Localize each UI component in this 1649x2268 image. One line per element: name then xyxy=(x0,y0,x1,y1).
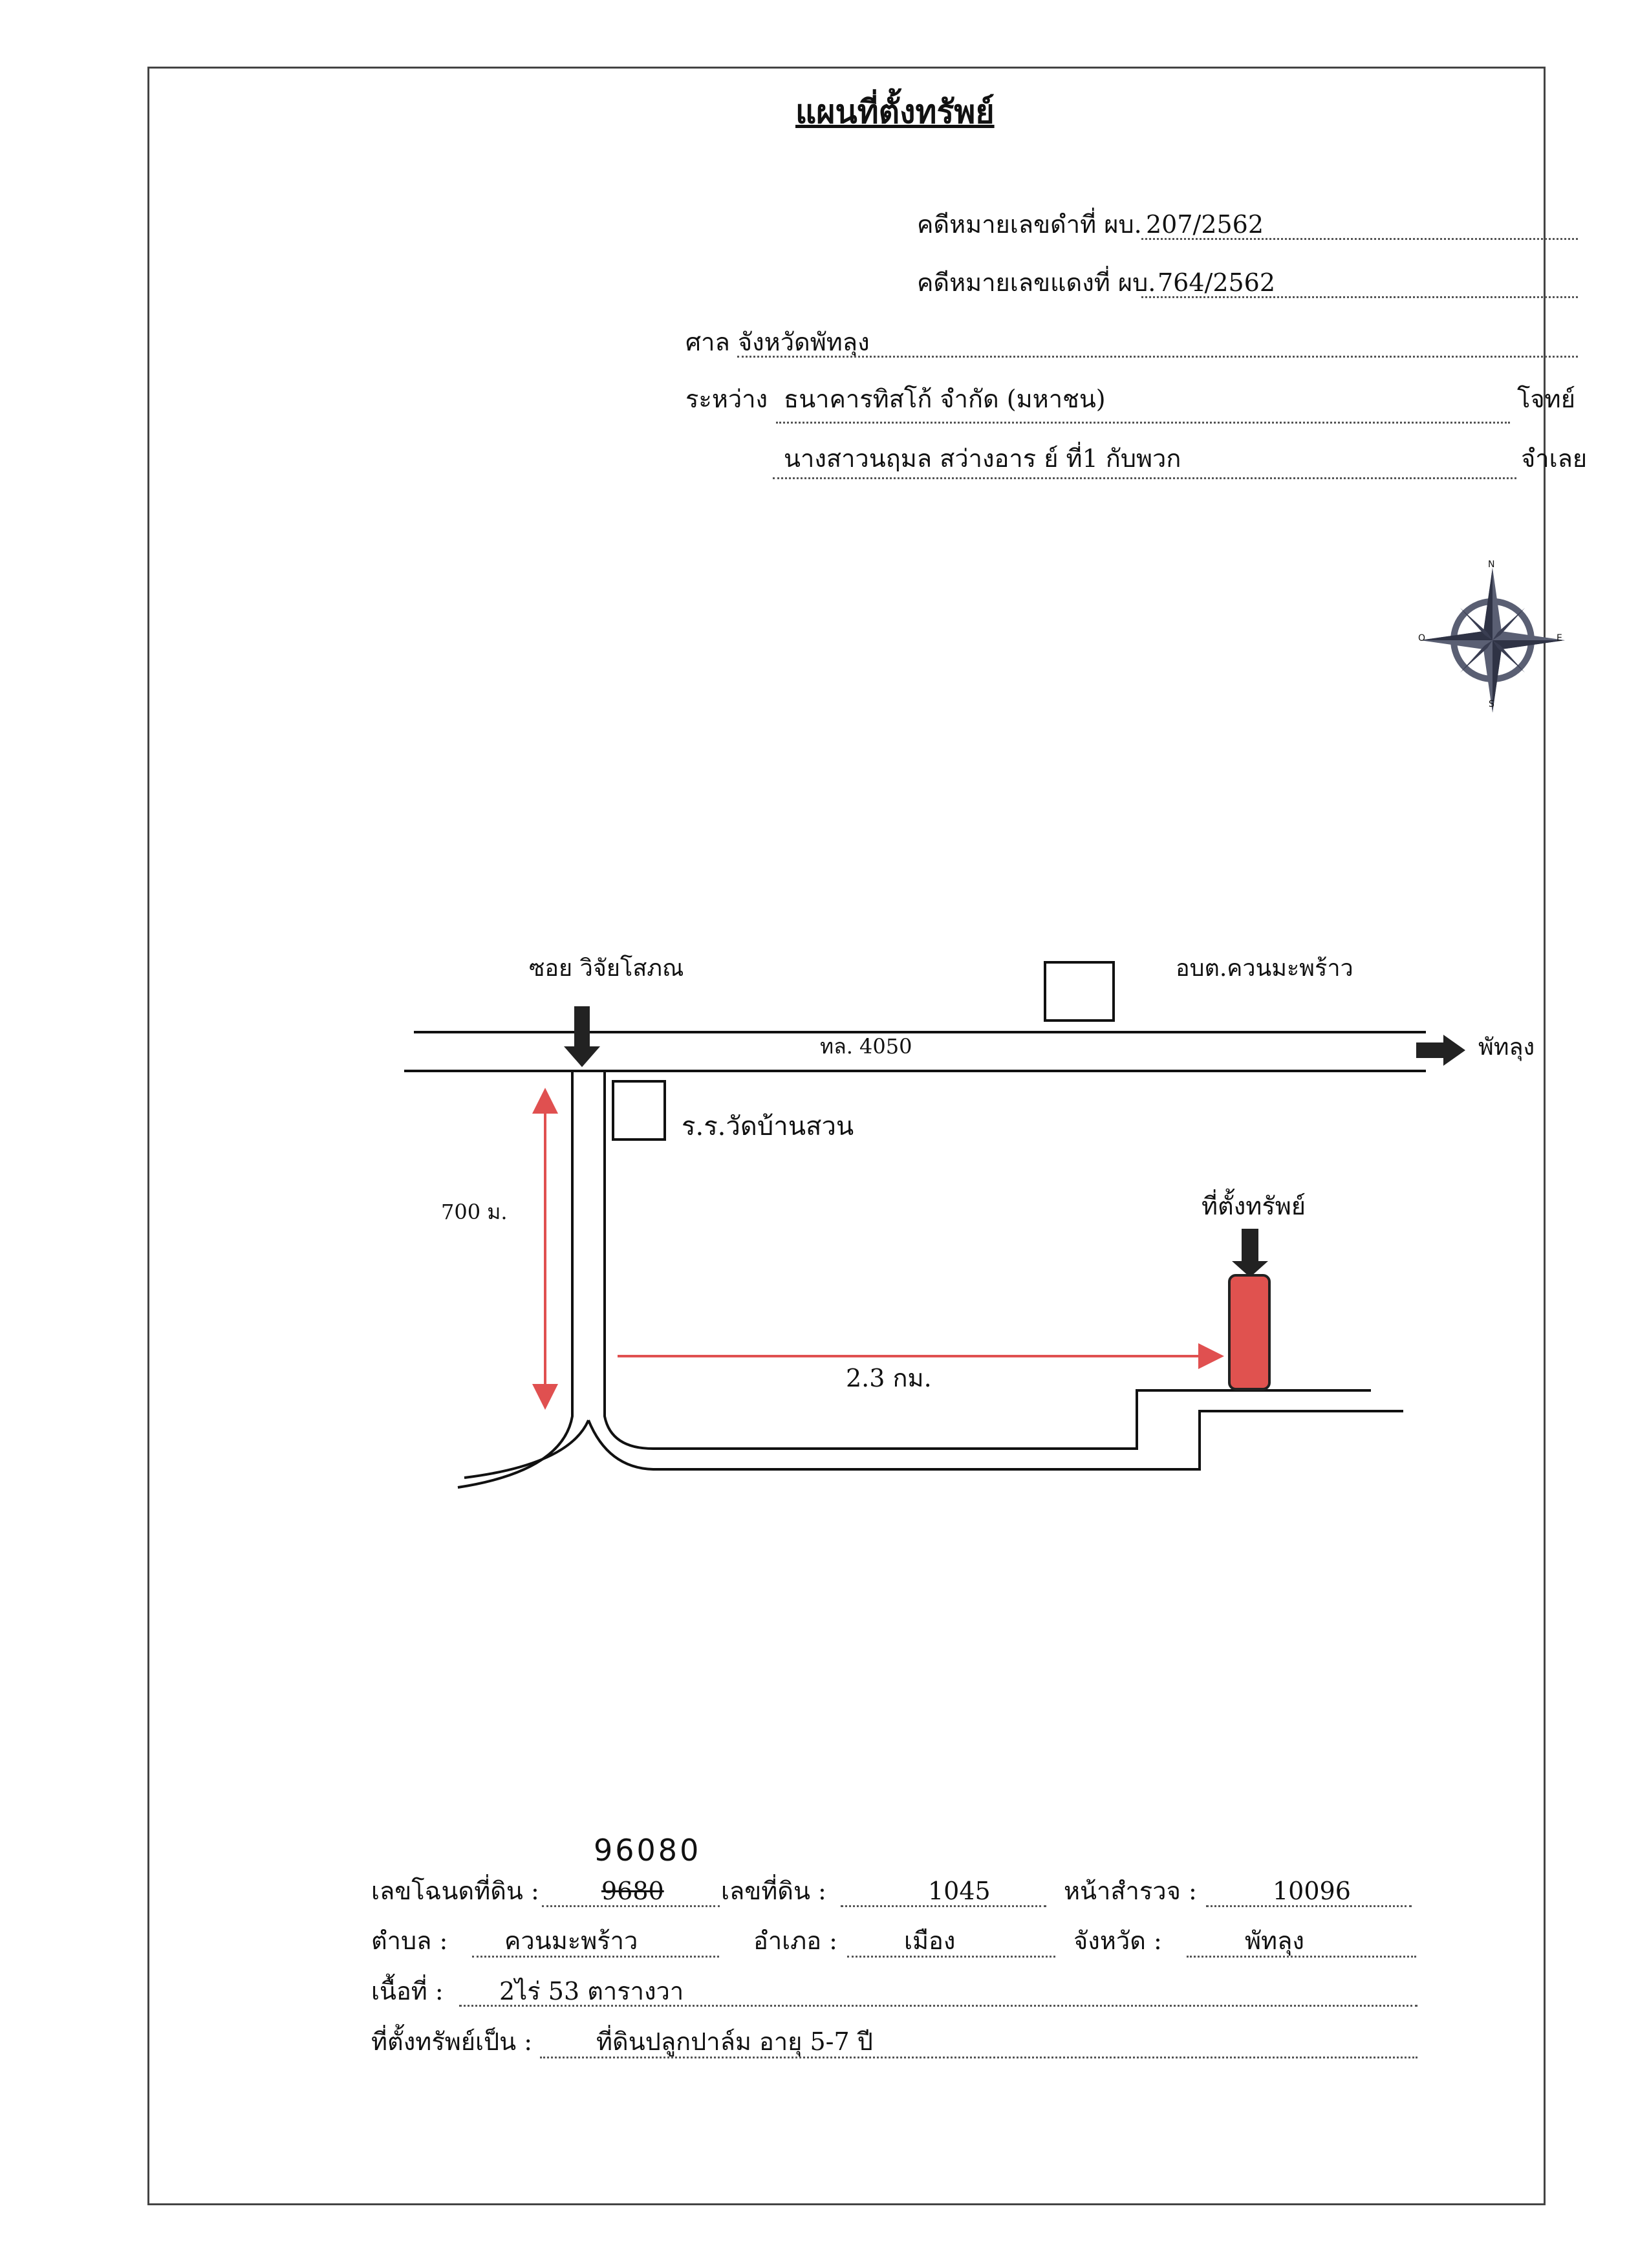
defendant-name: นางสาวนฤมล สว่างอาร ย์ ที่1 กับพวก xyxy=(784,444,1181,473)
plaintiff-role: โจทย์ xyxy=(1517,385,1575,413)
distance-vertical-label: 700 ม. xyxy=(441,1200,508,1224)
tambon-label: ตำบล : xyxy=(371,1927,448,1955)
dotted-line xyxy=(737,356,1578,358)
area-label: เนื้อที่ : xyxy=(371,1977,444,2005)
area-value: 2ไร่ 53 ตารางวา xyxy=(499,1977,684,2005)
type-label: ที่ตั้งทรัพย์เป็น : xyxy=(371,2027,533,2056)
defendant-role: จำเลย xyxy=(1521,444,1588,473)
dotted-line xyxy=(1206,1905,1412,1907)
deed-old-number: 9680 xyxy=(601,1877,664,1905)
soi-label: ซอย วิจัยโสภณ xyxy=(529,955,684,982)
court-name: ศาล จังหวัดพัทลุง xyxy=(685,328,870,356)
survey-label: หน้าสำรวจ : xyxy=(1064,1877,1197,1905)
property-label: ที่ตั้งทรัพย์ xyxy=(1202,1192,1306,1220)
compass-s-label: S xyxy=(1489,699,1494,709)
deed-label: เลขโฉนดที่ดิน : xyxy=(371,1877,539,1905)
dotted-line xyxy=(1141,238,1578,240)
destination-label: พัทลุง xyxy=(1478,1034,1535,1061)
amphoe-value: เมือง xyxy=(904,1927,956,1955)
tambon-value: ควนมะพร้าว xyxy=(504,1927,638,1955)
amphoe-label: อำเภอ : xyxy=(753,1927,837,1955)
compass-e-label: E xyxy=(1557,633,1562,643)
case-red-value: 764/2562 xyxy=(1158,268,1276,297)
case-black-label: คดีหมายเลขดำที่ ผบ. xyxy=(917,210,1142,239)
dotted-line xyxy=(776,422,1510,424)
deed-handwritten-number: 96080 xyxy=(594,1833,702,1868)
page-frame xyxy=(147,67,1546,2205)
land-no-label: เลขที่ดิน : xyxy=(721,1877,826,1905)
case-red-label: คดีหมายเลขแดงที่ ผบ. xyxy=(917,268,1156,297)
between-label: ระหว่าง xyxy=(685,385,768,413)
highway-label: ทล. 4050 xyxy=(820,1034,912,1059)
compass-n-label: N xyxy=(1488,559,1495,570)
distance-horizontal-label: 2.3 กม. xyxy=(846,1364,932,1392)
case-black-value: 207/2562 xyxy=(1146,210,1264,239)
office-label: อบต.ควนมะพร้าว xyxy=(1176,955,1353,982)
page-title: แผนที่ตั้งทรัพย์ xyxy=(795,92,995,131)
dotted-line xyxy=(847,1956,1055,1958)
dotted-line xyxy=(773,477,1516,479)
land-no-value: 1045 xyxy=(928,1877,991,1905)
dotted-line xyxy=(1187,1956,1416,1958)
dotted-line xyxy=(841,1905,1046,1907)
dotted-line xyxy=(472,1956,719,1958)
compass-w-label: O xyxy=(1418,633,1426,643)
survey-value: 10096 xyxy=(1273,1877,1351,1905)
dotted-line xyxy=(542,1905,720,1907)
dotted-line xyxy=(459,2005,1417,2007)
plaintiff-name: ธนาคารทิสโก้ จำกัด (มหาชน) xyxy=(784,385,1106,413)
dotted-line xyxy=(1141,296,1578,298)
school-label: ร.ร.วัดบ้านสวน xyxy=(682,1112,854,1141)
type-value: ที่ดินปลูกปาล์ม อายุ 5-7 ปี xyxy=(596,2027,873,2056)
province-value: พัทลุง xyxy=(1245,1927,1304,1955)
dotted-line xyxy=(540,2057,1417,2058)
province-label: จังหวัด : xyxy=(1073,1927,1162,1955)
